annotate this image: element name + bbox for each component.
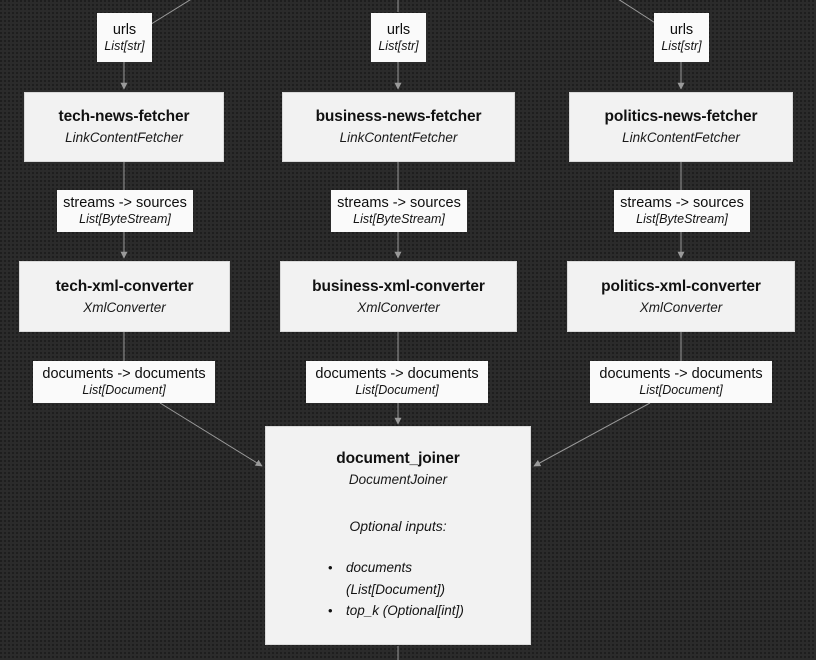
edge-label-type: List[Document] <box>639 383 723 397</box>
edge-label-streams-tech: streams -> sources List[ByteStream] <box>57 190 193 232</box>
edge-label-documents-business: documents -> documents List[Document] <box>306 361 488 403</box>
edge-label-name: streams -> sources <box>63 195 187 211</box>
edge-label-name: urls <box>112 21 137 38</box>
node-type: LinkContentFetcher <box>622 130 740 145</box>
node-title: tech-news-fetcher <box>58 108 190 125</box>
node-tech-news-fetcher[interactable]: tech-news-fetcher LinkContentFetcher <box>24 92 224 162</box>
edge-tech-to-joiner <box>159 402 263 467</box>
edge-label-name: streams -> sources <box>620 195 744 211</box>
node-business-xml-converter[interactable]: business-xml-converter XmlConverter <box>280 261 517 332</box>
edge-label-type: List[ByteStream] <box>636 212 728 226</box>
edge-label-type: List[Document] <box>82 383 166 397</box>
edge-label-type: List[ByteStream] <box>79 212 171 226</box>
edge-label-name: documents -> documents <box>599 366 763 382</box>
node-politics-xml-converter[interactable]: politics-xml-converter XmlConverter <box>567 261 795 332</box>
edge-label-urls-politics: urls List[str] <box>654 13 709 62</box>
edge-label-name: documents -> documents <box>42 366 206 382</box>
edge-label-streams-business: streams -> sources List[ByteStream] <box>331 190 467 232</box>
optional-input-name: top_k (Optional[int]) <box>346 603 464 618</box>
edge-label-documents-tech: documents -> documents List[Document] <box>33 361 215 403</box>
edge-label-type: List[str] <box>661 38 702 53</box>
list-item: top_k (Optional[int]) <box>328 600 530 622</box>
edge-label-name: urls <box>386 21 411 38</box>
edge-label-name: documents -> documents <box>315 366 479 382</box>
optional-input-type: (List[Document]) <box>346 581 446 597</box>
node-business-news-fetcher[interactable]: business-news-fetcher LinkContentFetcher <box>282 92 515 162</box>
edge-in-politics <box>618 0 661 27</box>
list-item: documents (List[Document]) <box>328 557 530 600</box>
edge-label-urls-business: urls List[str] <box>371 13 426 62</box>
joiner-heading: document_joiner DocumentJoiner <box>266 449 530 489</box>
node-title: business-news-fetcher <box>315 108 482 125</box>
node-type: LinkContentFetcher <box>339 130 458 145</box>
edge-in-tech <box>147 0 191 27</box>
edge-label-type: List[ByteStream] <box>353 212 445 226</box>
node-type: XmlConverter <box>83 299 166 315</box>
edge-label-name: streams -> sources <box>337 195 461 211</box>
node-title: politics-news-fetcher <box>604 108 758 125</box>
edge-label-urls-tech: urls List[str] <box>97 13 152 62</box>
node-politics-news-fetcher[interactable]: politics-news-fetcher LinkContentFetcher <box>569 92 793 162</box>
node-title: politics-xml-converter <box>601 277 761 295</box>
node-type: XmlConverter <box>639 299 723 315</box>
node-tech-xml-converter[interactable]: tech-xml-converter XmlConverter <box>19 261 230 332</box>
edge-label-documents-politics: documents -> documents List[Document] <box>590 361 772 403</box>
node-document-joiner[interactable]: document_joiner DocumentJoiner Optional … <box>265 426 531 645</box>
node-title: document_joiner <box>336 450 460 467</box>
optional-inputs-list: documents (List[Document]) top_k (Option… <box>266 557 530 622</box>
edge-label-name: urls <box>669 21 694 38</box>
node-type: LinkContentFetcher <box>65 130 183 145</box>
node-type: XmlConverter <box>357 299 440 315</box>
node-type: DocumentJoiner <box>348 472 448 487</box>
optional-inputs-heading: Optional inputs: <box>349 518 447 534</box>
edge-label-type: List[Document] <box>355 383 439 397</box>
edge-politics-to-joiner <box>533 402 651 467</box>
edge-label-type: List[str] <box>104 38 145 53</box>
edge-label-streams-politics: streams -> sources List[ByteStream] <box>614 190 750 232</box>
node-title: tech-xml-converter <box>55 277 194 295</box>
node-title: business-xml-converter <box>312 277 485 295</box>
edge-label-type: List[str] <box>378 38 419 53</box>
optional-input-name: documents <box>346 560 413 575</box>
